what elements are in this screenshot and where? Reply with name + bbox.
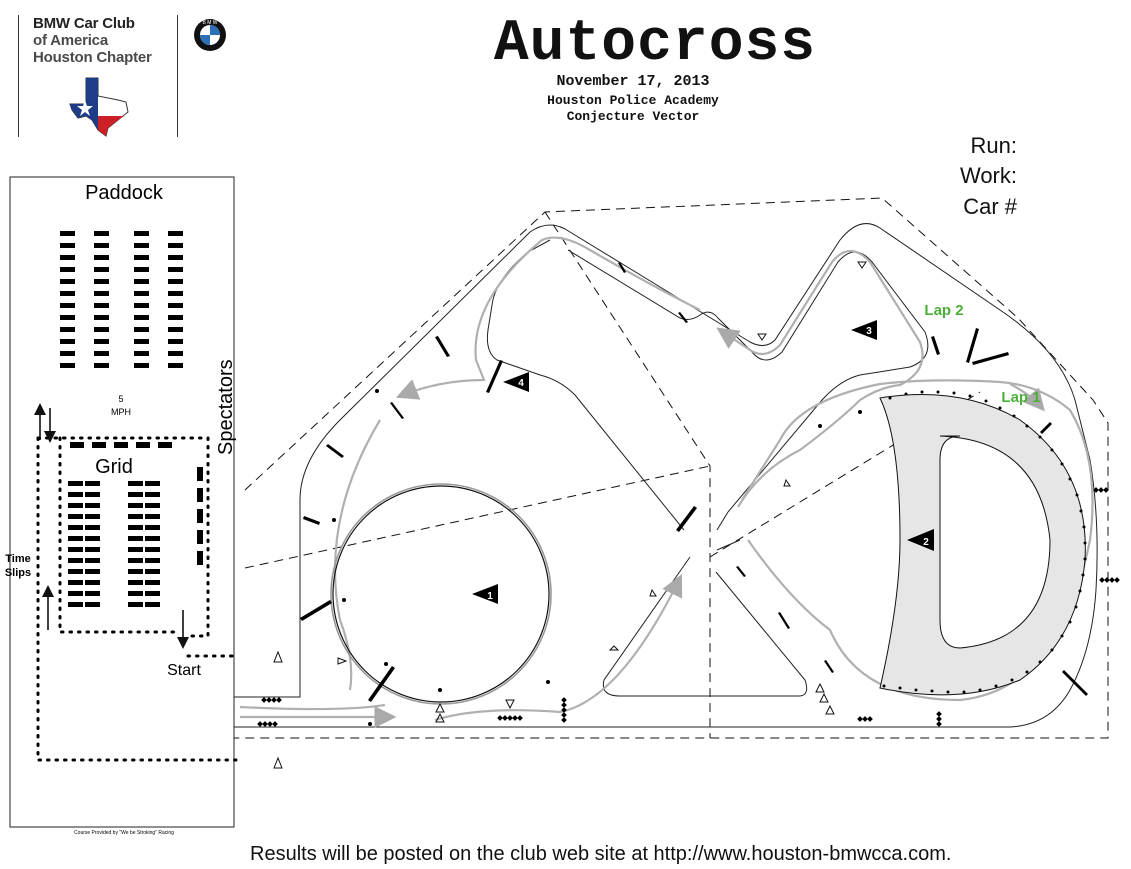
speed-limit-unit: MPH: [111, 407, 131, 417]
station-number-4: 4: [518, 378, 524, 389]
lot-lines: [234, 223, 1098, 728]
club-name-line-3: Houston Chapter: [33, 49, 152, 66]
time-slips-label-2: Slips: [5, 567, 31, 579]
club-name-line-1: BMW Car Club: [33, 15, 135, 32]
page-title: Autocross: [493, 12, 817, 77]
car-number-label: Car #: [963, 194, 1017, 219]
worker-station-2: 2: [907, 529, 934, 551]
grid-boundary: [36, 436, 238, 762]
club-name-line-2: of America: [33, 32, 108, 49]
grid-entry-bars: [70, 442, 172, 448]
logo-divider: [177, 15, 178, 137]
event-date: November 17, 2013: [556, 73, 710, 90]
event-venue: Houston Police Academy: [547, 93, 719, 108]
grid-label: Grid: [95, 456, 133, 478]
start-label: Start: [167, 662, 201, 679]
texas-flag-icon: [69, 77, 129, 137]
bmw-roundel-icon: B M W: [194, 19, 226, 51]
skidpad-circle: [332, 485, 550, 703]
station-number-3: 3: [866, 326, 872, 337]
pointer-cones: [273, 261, 867, 769]
worker-station-1: 1: [472, 584, 498, 604]
club-logo-block: [18, 15, 179, 137]
run-label: Run:: [970, 133, 1017, 158]
course-credit: Course Provided by "We be Stroking" Raci…: [74, 830, 174, 836]
results-notice: Results will be posted on the club web s…: [250, 843, 952, 865]
paddock-parking: [60, 231, 183, 368]
time-slips-label-1: Time: [5, 553, 30, 565]
paddock-traffic-arrows: [34, 403, 189, 649]
driving-line: [239, 236, 1094, 728]
lap-1-label: Lap 1: [1001, 389, 1040, 406]
svg-text:B M W: B M W: [203, 20, 218, 26]
work-label: Work:: [959, 163, 1017, 188]
station-number-2: 2: [923, 537, 929, 548]
course-name: Conjecture Vector: [566, 109, 700, 124]
paddock-label: Paddock: [85, 182, 164, 204]
spectators-label: Spectators: [215, 359, 237, 455]
worker-station-3: 3: [851, 320, 877, 340]
station-number-1: 1: [487, 591, 493, 602]
cone-markers: [257, 262, 1120, 727]
shaded-sweeper: [879, 394, 1086, 696]
grid-parking: [68, 467, 203, 607]
speed-limit-value: 5: [118, 394, 123, 404]
worker-station-4: 4: [503, 372, 529, 392]
lap-2-label: Lap 2: [924, 302, 963, 319]
paddock-area: [9, 176, 235, 828]
